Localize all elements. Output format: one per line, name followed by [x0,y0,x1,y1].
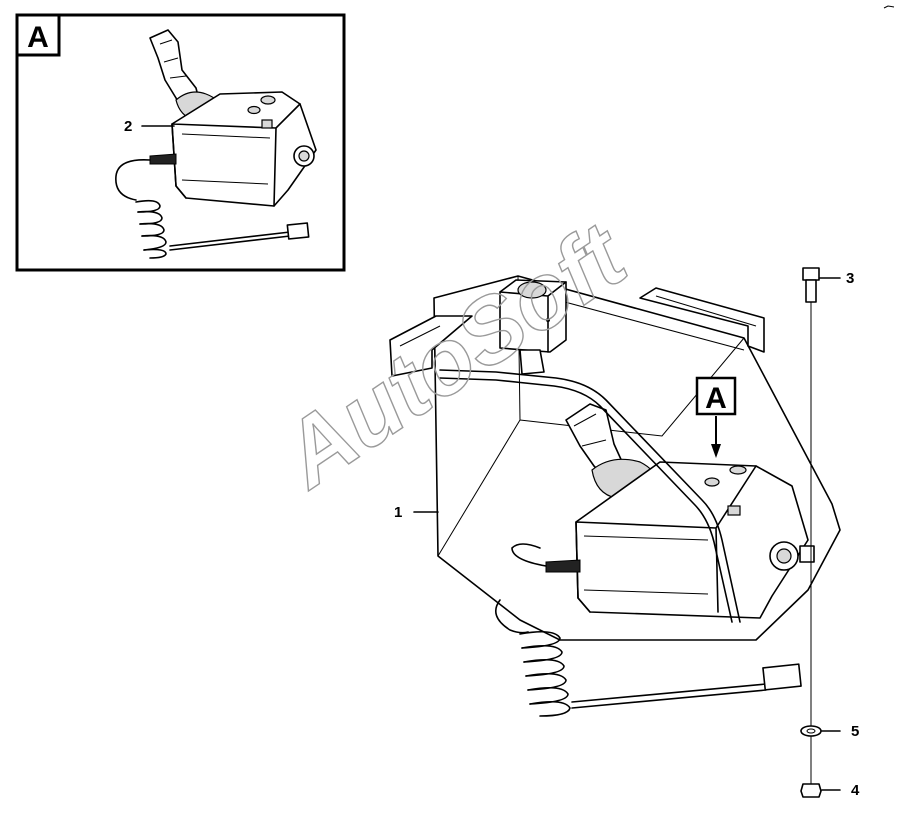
main-housing [575,461,815,619]
callout-4: 4 [851,782,860,799]
callout-1: 1 [394,504,402,521]
washer [800,725,822,737]
corner-mark [883,5,895,9]
solenoid-block [499,279,567,375]
guide-rod [439,369,741,623]
callout-2: 2 [124,118,132,135]
bolt [802,267,820,303]
detail-view-letter: A [27,21,49,54]
fastener-stack [800,267,841,798]
nut [800,783,822,798]
callout-5: 5 [851,723,859,740]
detail-cable [115,153,310,259]
view-a-letter: A [705,382,727,415]
view-a-marker: A [695,376,737,458]
detail-view-a: A [15,13,346,272]
callout-3: 3 [846,270,854,287]
main-cable [494,543,802,717]
detail-housing [171,91,317,207]
